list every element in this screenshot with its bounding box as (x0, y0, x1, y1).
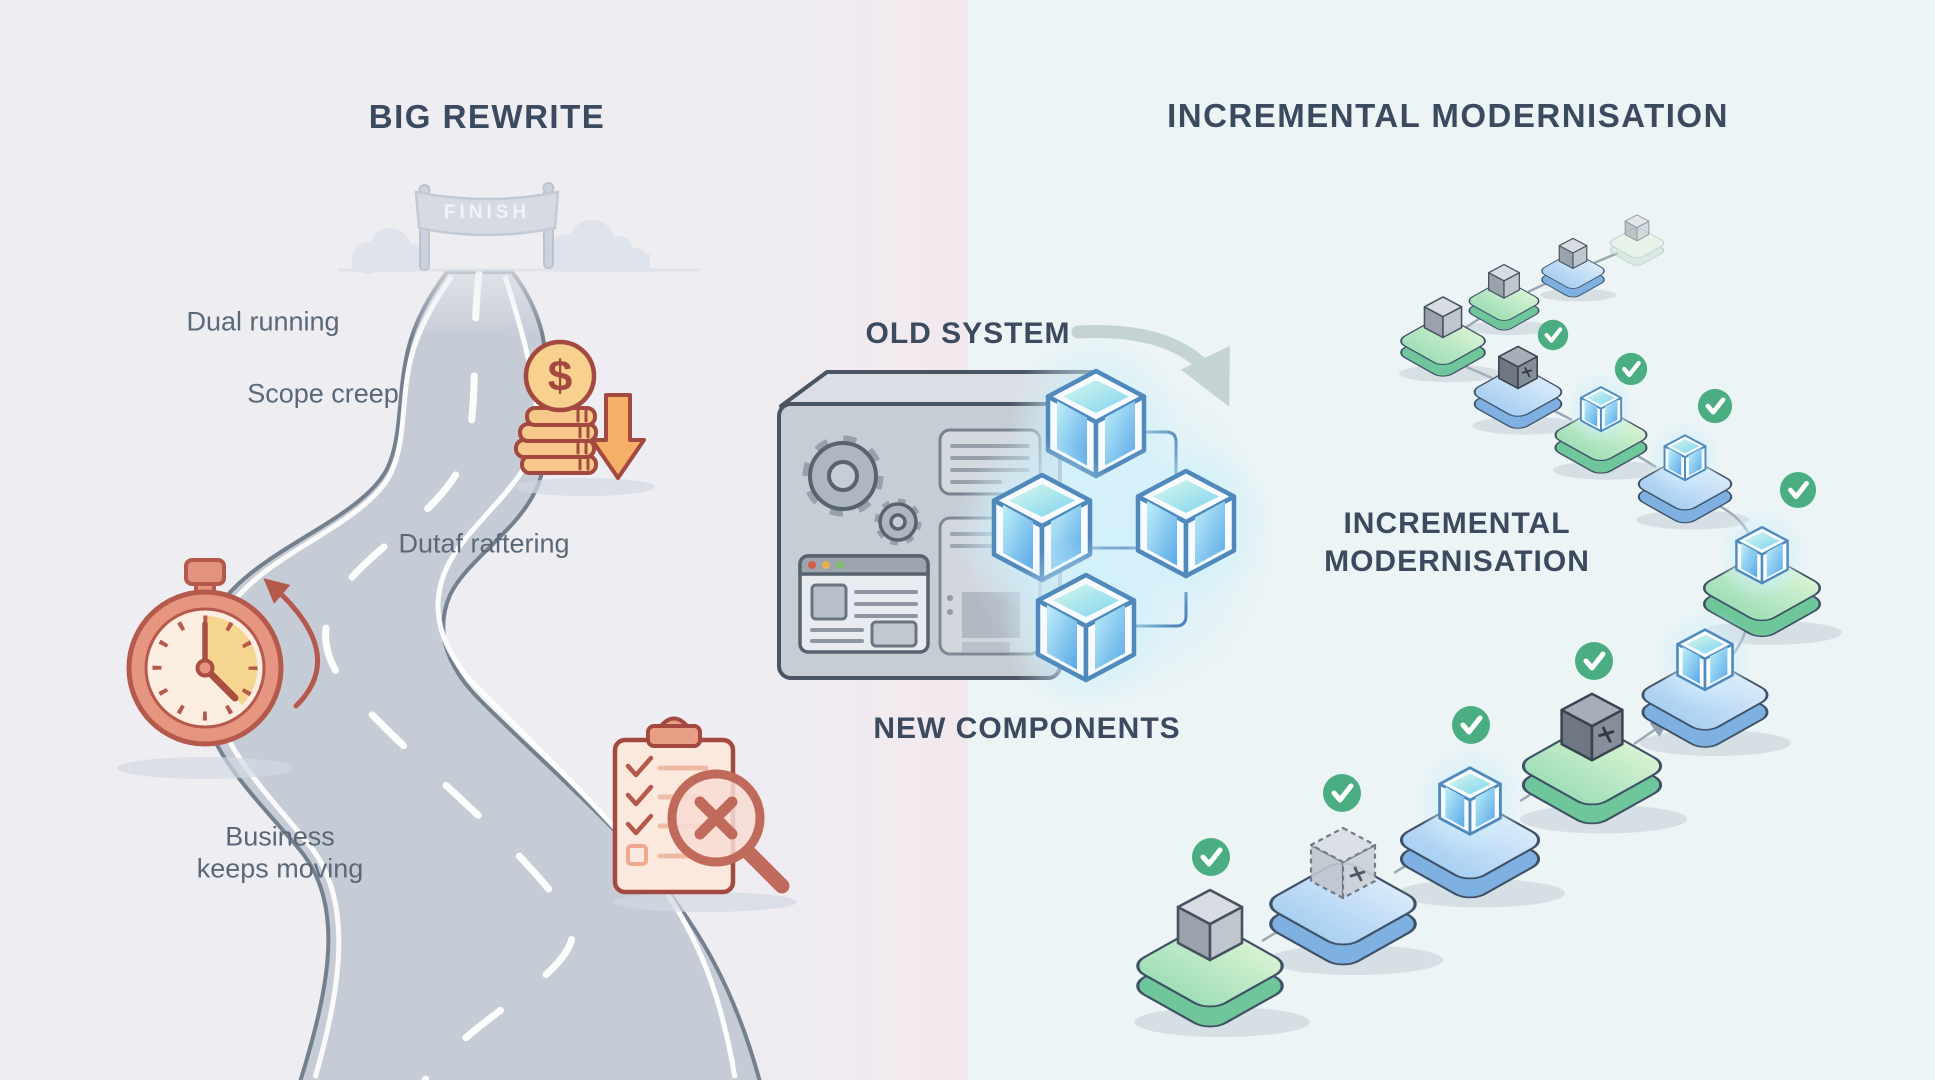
finish-banner: FINISH (414, 182, 560, 271)
modernisation-step (1468, 345, 1579, 436)
check-icon (1698, 389, 1732, 423)
gear-icon (802, 435, 884, 517)
check-icon (1323, 774, 1361, 812)
modernisation-step (1606, 215, 1668, 268)
check-icon (1538, 320, 1568, 350)
modernisation-step (1537, 237, 1617, 303)
small-gear-icon (874, 498, 922, 546)
step-cube (1488, 263, 1520, 299)
caption-incremental: INCREMENTAL (1343, 507, 1571, 540)
empty-checkbox (626, 844, 648, 866)
right-title: INCREMENTAL MODERNISATION (1167, 97, 1729, 134)
step-cube (1714, 506, 1810, 602)
road-center-dashes (322, 270, 577, 1080)
finish-banner-label: FINISH (444, 202, 530, 223)
magnifier-x-icon (667, 769, 790, 894)
stopwatch-icon (117, 558, 321, 779)
dollar-icon: $ (548, 352, 572, 401)
check-icon (1615, 353, 1647, 385)
modernisation-step (1631, 419, 1751, 531)
label-new-components: NEW COMPONENTS (873, 712, 1181, 745)
modernisation-staircase (1127, 215, 1844, 1039)
browser-window (798, 554, 930, 654)
modernisation-step (1548, 371, 1666, 481)
step-cube (1560, 692, 1624, 762)
left-title: BIG REWRITE (368, 98, 606, 135)
step-cube (1423, 296, 1463, 339)
falling-coins-icon: $ (514, 339, 655, 496)
step-cube (1646, 419, 1724, 496)
label-business-line1: Business (225, 821, 335, 852)
old-system-arrow (1071, 325, 1230, 407)
step-cube (1413, 743, 1527, 857)
new-component-cluster (955, 335, 1275, 713)
step-cube (1558, 237, 1588, 269)
label-business-line2: keeps moving (196, 853, 364, 884)
label-old-system: OLD SYSTEM (865, 317, 1071, 350)
check-icon (1575, 642, 1613, 680)
clouds (338, 220, 700, 274)
label-data-transfer: Dutaf raftering (398, 528, 570, 559)
check-icon (1780, 472, 1816, 508)
step-cube (1653, 607, 1757, 711)
failed-checklist-icon (612, 716, 797, 912)
check-icon (1452, 706, 1490, 744)
down-arrow-icon (590, 393, 646, 480)
label-dual-running: Dual running (186, 306, 340, 337)
step-cube (1625, 215, 1649, 241)
caption-modernisation: MODERNISATION (1324, 545, 1590, 578)
step-cube (1497, 345, 1539, 390)
new-component-cube (1099, 435, 1273, 609)
checkmarks (625, 755, 654, 836)
step-cube (1176, 888, 1244, 962)
label-scope-creep: Scope creep (247, 378, 399, 409)
check-icon (1192, 838, 1230, 876)
modernisation-step (1464, 263, 1553, 336)
